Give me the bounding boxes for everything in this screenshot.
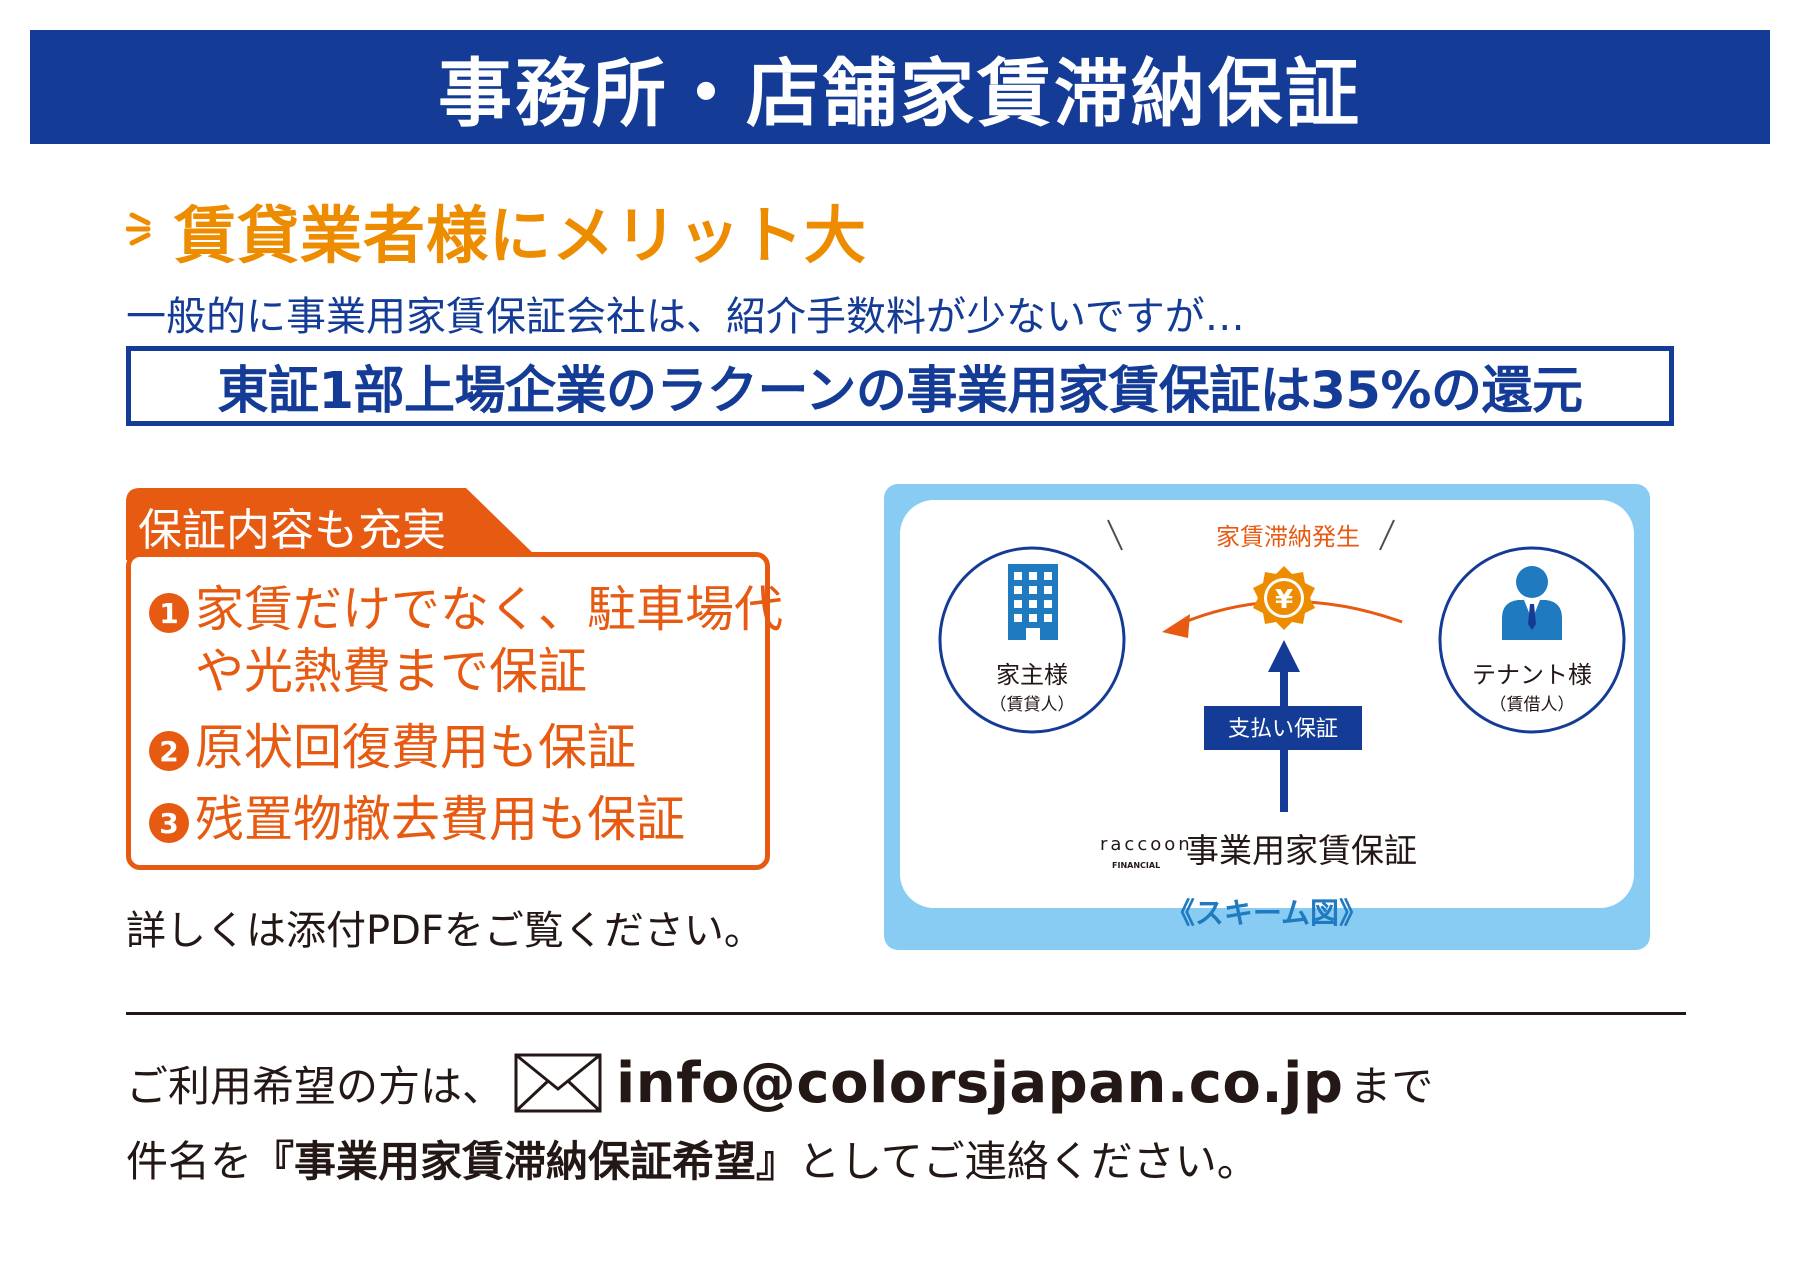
coverage-item-2: 2 原状回復費用も保証 xyxy=(149,717,636,779)
contact-line-1: ご利用希望の方は、 info@colorsjapan.co.jp まで xyxy=(126,1050,1433,1116)
coverage-item-1: 1 家賃だけでなく、駐車場代 や光熱費まで保証 xyxy=(149,579,783,703)
event-label: 家賃滞納発生 xyxy=(1216,523,1360,551)
event-slash-left xyxy=(1107,519,1123,551)
coverage-tab xyxy=(126,488,540,560)
header-banner: 事務所・店舗家賃滞納保証 xyxy=(30,30,1770,144)
merit-section-heading: 賃貸業者様にメリット大 xyxy=(126,190,867,272)
contact-line2-before: 件名を xyxy=(126,1137,253,1186)
intro-text: 一般的に事業用家賃保証会社は、紹介手数料が少ないですが… xyxy=(126,294,1245,340)
yen-symbol: ¥ xyxy=(1275,585,1293,615)
building-icon xyxy=(1008,564,1058,640)
payment-flow-arrowhead xyxy=(1162,614,1190,638)
page-title: 事務所・店舗家賃滞納保証 xyxy=(438,50,1362,137)
highlight-box: 東証1部上場企業のラクーンの事業用家賃保証は35%の還元 xyxy=(126,346,1674,426)
mail-icon xyxy=(514,1053,602,1113)
scheme-caption: 《スキーム図》 xyxy=(1165,896,1369,930)
brand-service: 事業用家賃保証 xyxy=(1186,831,1417,870)
details-note: 詳しくは添付PDFをご覧ください。 xyxy=(126,908,764,954)
contact-subject: 『事業用家賃滞納保証希望』 xyxy=(252,1137,799,1186)
coverage-item-1-line2: や光熱費まで保証 xyxy=(195,643,588,700)
coverage-item-1-line1: 家賃だけでなく、駐車場代 xyxy=(195,581,784,638)
divider xyxy=(126,1012,1686,1015)
emphasis-marks-icon xyxy=(126,212,151,246)
scheme-diagram: 家賃滞納発生 ¥ 家主様 （賃貸人） テナント様 （賃借人） 支払い保証 rac… xyxy=(938,519,1626,870)
person-icon xyxy=(1502,566,1562,640)
yen-badge-icon: ¥ xyxy=(1253,566,1315,630)
number-badge-2: 2 xyxy=(149,731,189,771)
coverage-item-3: 3 残置物撤去費用も保証 xyxy=(149,789,685,851)
number-badge-1: 1 xyxy=(149,593,189,633)
tenant-role: （賃借人） xyxy=(1490,695,1575,715)
brand-logo: raccoon xyxy=(1100,834,1193,855)
merit-heading: 賃貸業者様にメリット大 xyxy=(174,199,868,272)
landlord-name: 家主様 xyxy=(996,661,1068,689)
coverage-item-3-text: 残置物撤去費用も保証 xyxy=(195,791,686,848)
coverage-box: 1 家賃だけでなく、駐車場代 や光熱費まで保証 2 原状回復費用も保証 3 残置… xyxy=(126,552,783,870)
contact-email-link[interactable]: info@colorsjapan.co.jp xyxy=(616,1050,1344,1116)
coverage-tab-label: 保証内容も充実 xyxy=(138,505,446,556)
event-slash-right xyxy=(1379,519,1395,551)
tenant-name: テナント様 xyxy=(1472,661,1592,689)
number-badge-3: 3 xyxy=(149,803,189,843)
payment-guarantee-label-box xyxy=(1204,706,1362,750)
contact-line2-after: としてご連絡ください。 xyxy=(798,1137,1259,1186)
coverage-item-2-text: 原状回復費用も保証 xyxy=(195,719,637,776)
landlord-role: （賃貸人） xyxy=(990,695,1075,715)
payment-guarantee-label: 支払い保証 xyxy=(1228,717,1338,742)
contact-suffix: まで xyxy=(1349,1061,1434,1111)
highlight-text: 東証1部上場企業のラクーンの事業用家賃保証は35%の還元 xyxy=(217,362,1583,421)
brand-sub: FINANCIAL xyxy=(1112,861,1160,870)
contact-line-2: 件名を『事業用家賃滞納保証希望』としてご連絡ください。 xyxy=(126,1128,1259,1189)
contact-prefix: ご利用希望の方は、 xyxy=(126,1061,505,1111)
guarantee-arrowhead xyxy=(1268,640,1300,672)
